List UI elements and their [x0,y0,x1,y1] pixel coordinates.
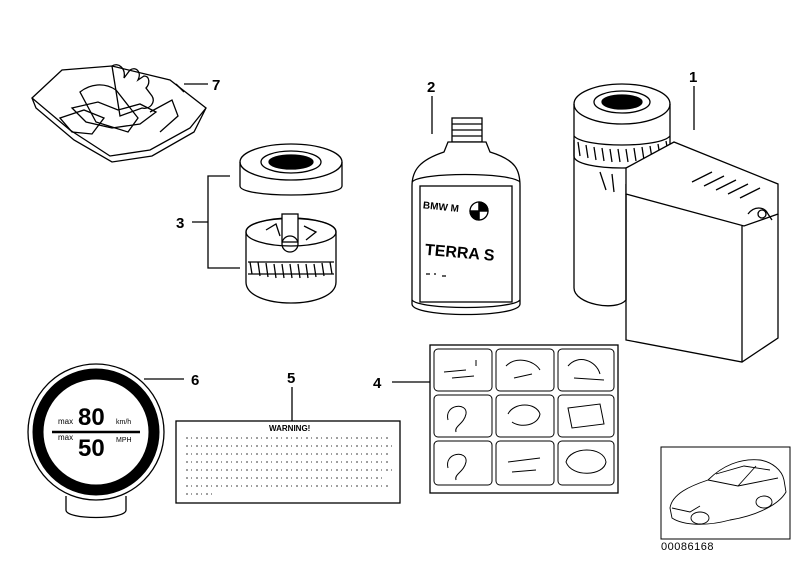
warning-label [175,420,401,504]
callout-7: 7 [212,77,220,94]
diagram-reference-number: 00086168 [661,541,714,553]
speed-max-label-bottom: max [58,433,73,442]
gloves-cloth-illustration [31,64,207,163]
callout-3: 3 [176,215,184,232]
callout-6: 6 [191,372,199,389]
callout-4: 4 [373,375,382,392]
speed-value-bottom: 50 [78,435,105,462]
callout-1: 1 [689,69,697,86]
bottle-product-label: TERRA S [424,242,495,265]
callout-2: 2 [427,79,435,96]
speed-unit-bottom: MPH [116,437,132,444]
speed-unit-top: km/h [116,419,131,426]
terra-s-bottle-illustration [411,117,521,316]
reservoir-canister-illustration [573,83,779,363]
vehicle-thumbnail [660,446,791,540]
callout-5: 5 [287,370,295,387]
warning-label-title: WARNING! [269,424,310,433]
instruction-pictogram-sheet [429,344,619,494]
filler-cap-illustration [239,143,343,304]
callout-bracket-3 [192,175,240,269]
speed-limit-sticker [27,363,165,519]
speed-max-label-top: max [58,417,73,426]
speed-value-top: 80 [78,404,105,431]
bottle-brand-label: BMW M [422,200,459,215]
